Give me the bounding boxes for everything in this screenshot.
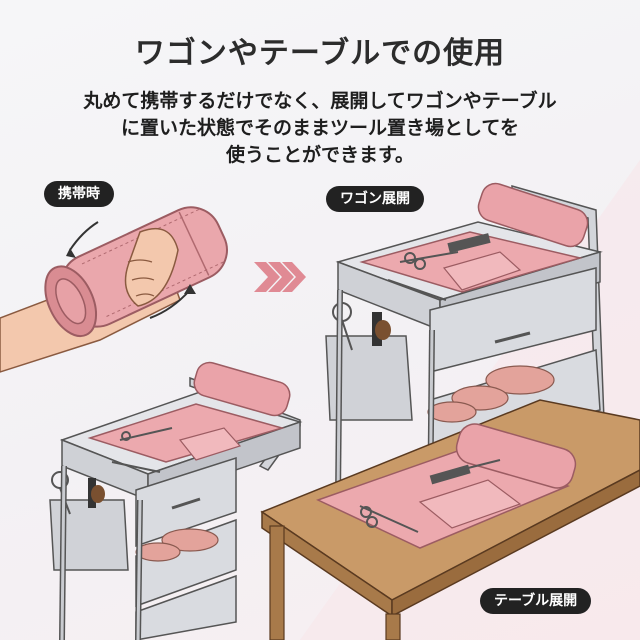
motion-arrow-icon [69, 221, 99, 251]
page-title: ワゴンやテーブルでの使用 [134, 36, 506, 71]
table-expanded-illustration [260, 399, 640, 640]
description-line: に置いた状態でそのままツール置き場としてを [120, 117, 520, 139]
description-line: 丸めて携帯するだけでなく、展開してワゴンやテーブル [83, 90, 557, 112]
wagon-label-badge: ワゴン展開 [326, 186, 424, 212]
chevron-right-icon [254, 262, 306, 292]
carry-label-badge: 携帯時 [44, 181, 114, 207]
table-label-badge: テーブル展開 [480, 588, 592, 614]
description-line: 使うことができます。 [225, 144, 415, 166]
wagon-expanded-illustration [325, 182, 605, 521]
small-wagon-illustration [49, 361, 303, 640]
hand-holding-rolled-case [0, 206, 228, 373]
